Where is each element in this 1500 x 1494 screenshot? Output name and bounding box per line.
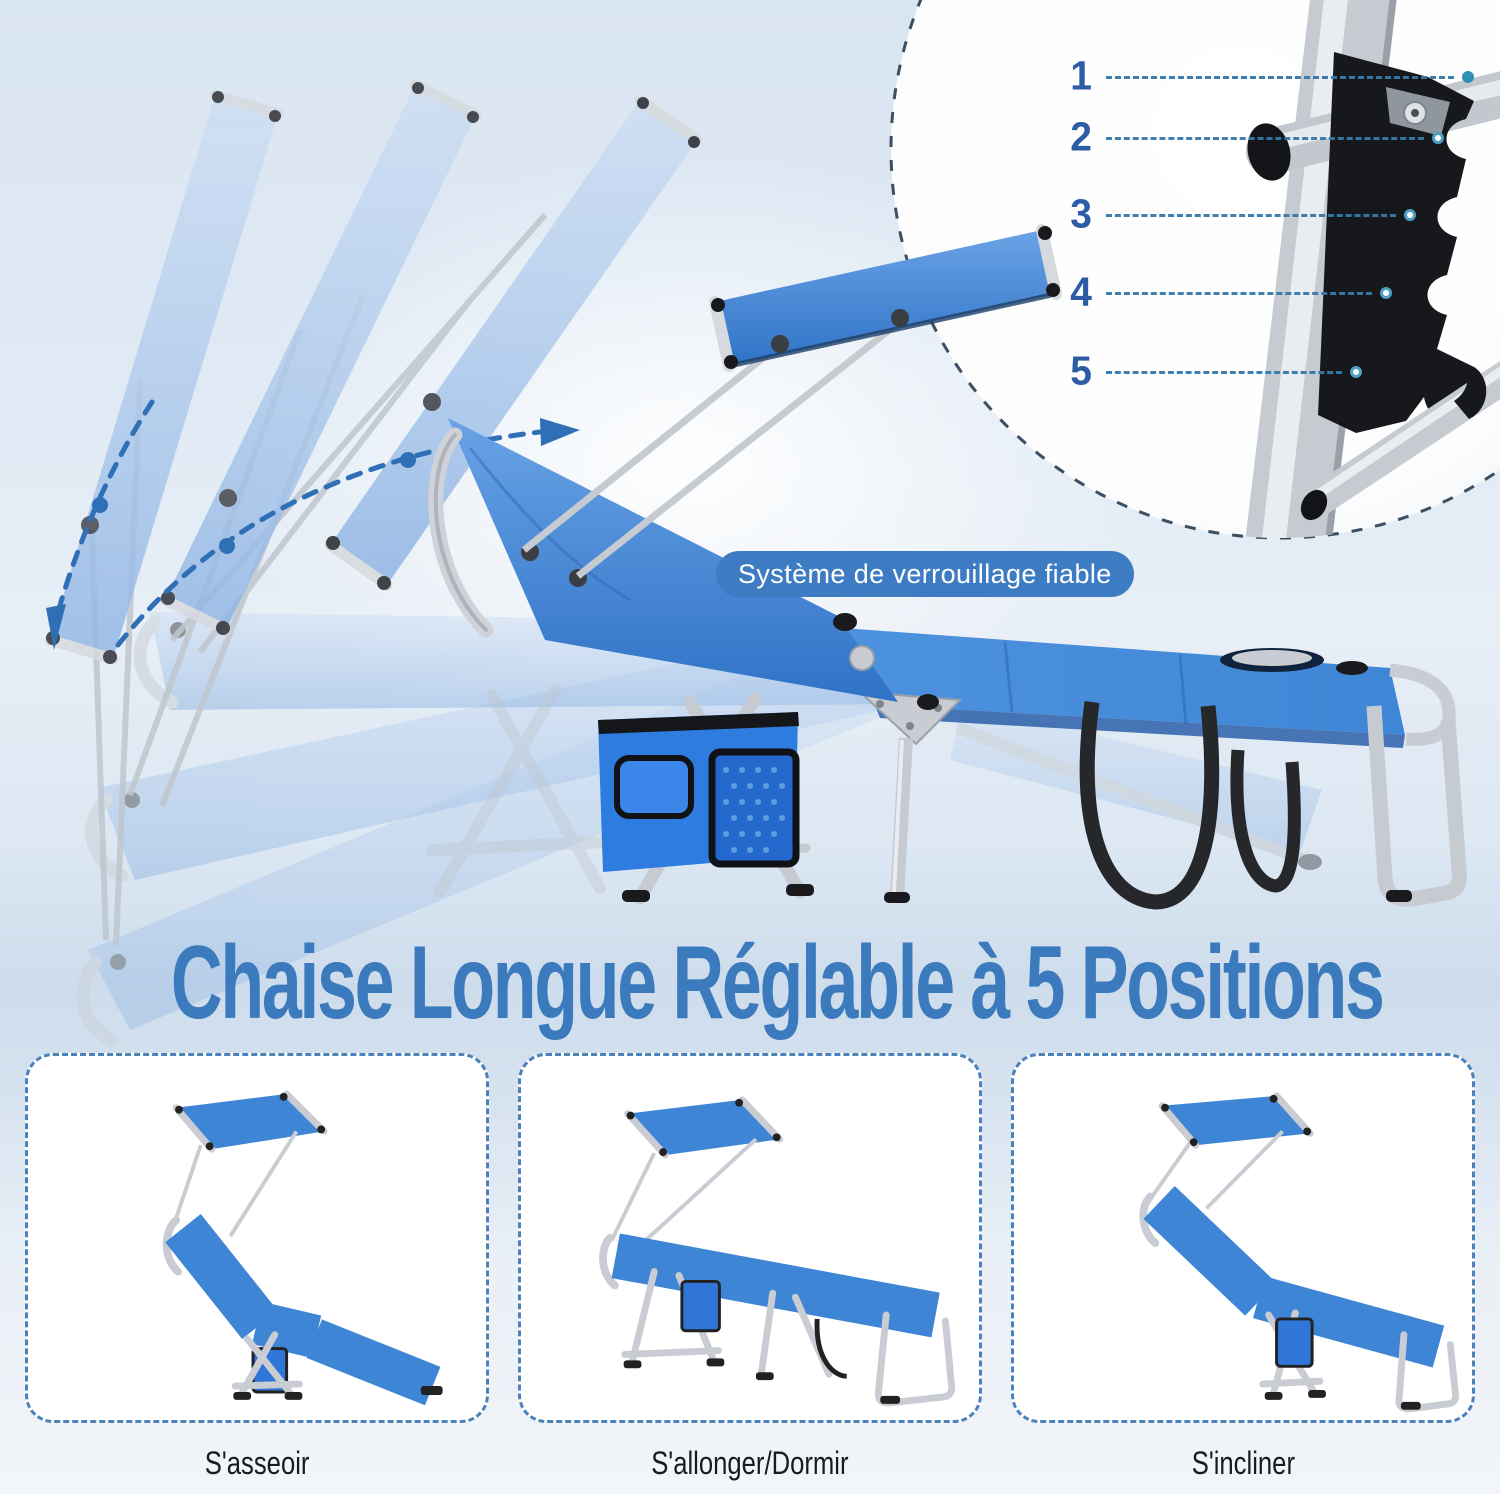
position-marker-row: 5	[1056, 349, 1362, 395]
lock-mechanism-inset	[888, 0, 1500, 541]
position-number: 5	[1070, 348, 1092, 395]
position-number: 1	[1070, 53, 1092, 100]
position-marker-row: 1	[1056, 54, 1474, 100]
side-pocket	[598, 712, 800, 872]
notched-lock-bracket	[1318, 52, 1487, 433]
panel-caption: S'asseoir	[204, 1445, 310, 1481]
folding-legs-ghost	[426, 684, 612, 898]
carry-strap	[1079, 701, 1301, 910]
panel-frame	[25, 1053, 489, 1423]
panel-reclining: S'incliner	[1011, 1053, 1475, 1481]
lock-mechanism-photo	[889, 0, 1500, 540]
foot-section-ghost	[950, 702, 1322, 870]
chair-sitting-illustration	[162, 1090, 443, 1406]
left-legs	[622, 691, 814, 905]
leader-line	[1106, 291, 1372, 295]
position-dot-icon	[1432, 132, 1444, 144]
canopy-strut-ghosts	[89, 213, 548, 946]
position-dot-icon	[1462, 71, 1474, 83]
panel-sitting: S'asseoir	[25, 1053, 489, 1481]
position-marker-row: 4	[1056, 270, 1392, 316]
face-hole	[1220, 648, 1324, 672]
canopy-ghost-positions	[44, 79, 703, 665]
panel-lying: S'allonger/Dormir	[518, 1053, 982, 1481]
panel-frame	[1011, 1053, 1475, 1423]
position-marker-row: 3	[1056, 192, 1416, 238]
mesh-pocket	[708, 748, 800, 868]
lock-system-callout: Système de verrouillage fiable	[716, 551, 1134, 597]
position-dot-icon	[1404, 209, 1416, 221]
right-leg	[1366, 705, 1467, 907]
leader-line	[1106, 75, 1454, 79]
position-dot-icon	[1380, 287, 1392, 299]
lounge-bed	[842, 628, 1467, 907]
bed-end-frame	[1389, 663, 1456, 746]
position-number: 4	[1070, 269, 1092, 316]
page-title: Chaise Longue Réglable à 5 Positions	[170, 925, 1385, 1041]
panel-caption: S'allonger/Dormir	[651, 1445, 849, 1481]
position-number: 3	[1070, 191, 1092, 238]
locked-rod	[1296, 335, 1500, 521]
leader-line	[1106, 370, 1342, 374]
panel-frame	[518, 1053, 982, 1423]
chair-lying-illustration	[599, 1096, 956, 1407]
rotation-arc-up-icon	[115, 418, 580, 648]
flap-pocket	[614, 755, 694, 819]
canopy-struts	[521, 317, 905, 579]
recline-hinge	[849, 645, 875, 671]
position-panels: S'asseoir	[25, 1053, 1475, 1481]
position-dot-icon	[1350, 366, 1362, 378]
position-number: 2	[1070, 114, 1092, 161]
leader-line	[1106, 213, 1396, 217]
rotation-arc-down-icon	[46, 399, 155, 650]
position-marker-row: 2	[1056, 115, 1444, 161]
frame-tube	[1245, 0, 1405, 538]
chair-reclining-illustration	[1139, 1092, 1459, 1413]
leader-line	[1106, 136, 1424, 140]
headrest-bar	[428, 427, 494, 638]
panel-caption: S'incliner	[1191, 1445, 1295, 1481]
center-leg	[857, 690, 963, 903]
callout-label: Système de verrouillage fiable	[738, 558, 1112, 589]
